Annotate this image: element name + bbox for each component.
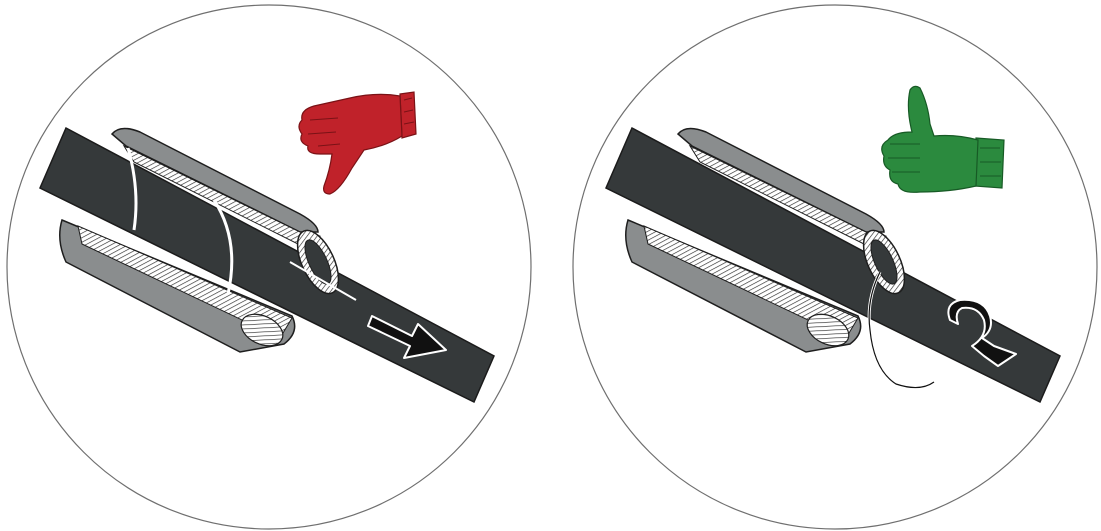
panel-wrong [7, 5, 531, 529]
panel-correct [573, 5, 1097, 529]
